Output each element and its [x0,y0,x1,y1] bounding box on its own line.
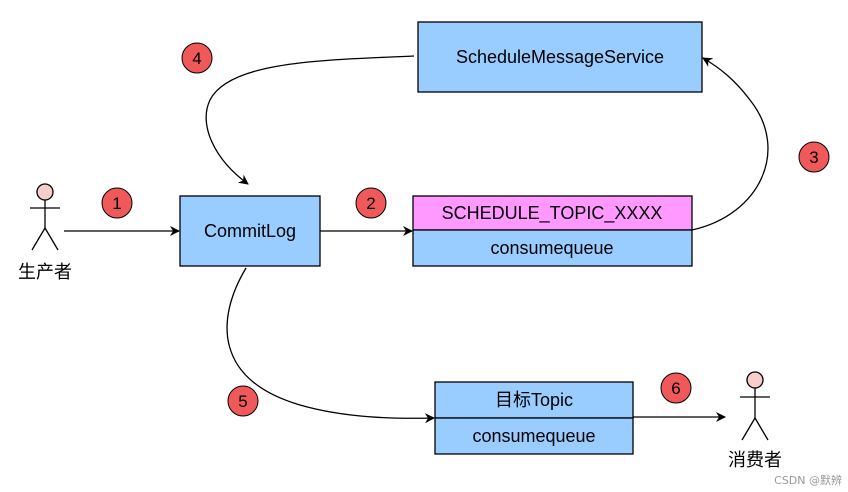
target-topic-label: 目标Topic [495,390,573,410]
schedule-topic-box: SCHEDULE_TOPIC_XXXX consumequeue [412,195,693,267]
step-4-badge: 4 [181,42,213,74]
step-6-label: 6 [671,379,680,398]
producer-head [36,183,54,201]
target-topic-box: 目标Topic consumequeue [434,381,634,455]
arrow-service-to-commitlog [205,55,415,185]
arrow-schedule-topic-to-service [691,57,769,231]
target-consumequeue-label: consumequeue [472,426,595,446]
step-2-label: 2 [366,194,375,213]
step-6-badge: 6 [660,372,692,404]
producer-actor: 生产者 [18,183,72,283]
producer-label: 生产者 [18,262,72,283]
schedule-topic-label: SCHEDULE_TOPIC_XXXX [442,203,663,224]
commitlog-box: CommitLog [179,195,321,267]
step-5-label: 5 [238,392,247,411]
consumer-head [746,371,764,389]
schedule-consumequeue-label: consumequeue [490,238,613,258]
step-3-badge: 3 [798,141,830,173]
step-5-badge: 5 [227,385,259,417]
consumer-actor: 消费者 [728,371,782,471]
step-2-badge: 2 [355,187,387,219]
consumer-label: 消费者 [728,450,782,471]
step-1-label: 1 [112,194,121,213]
step-3-label: 3 [809,148,818,167]
commitlog-label: CommitLog [204,221,296,241]
watermark: CSDN @默辨 [774,473,842,487]
schedule-message-service-label: ScheduleMessageService [456,47,664,67]
step-1-badge: 1 [101,187,133,219]
schedule-message-service-box: ScheduleMessageService [417,21,703,93]
step-4-label: 4 [192,49,201,68]
arrow-commitlog-to-target-topic [226,267,435,424]
